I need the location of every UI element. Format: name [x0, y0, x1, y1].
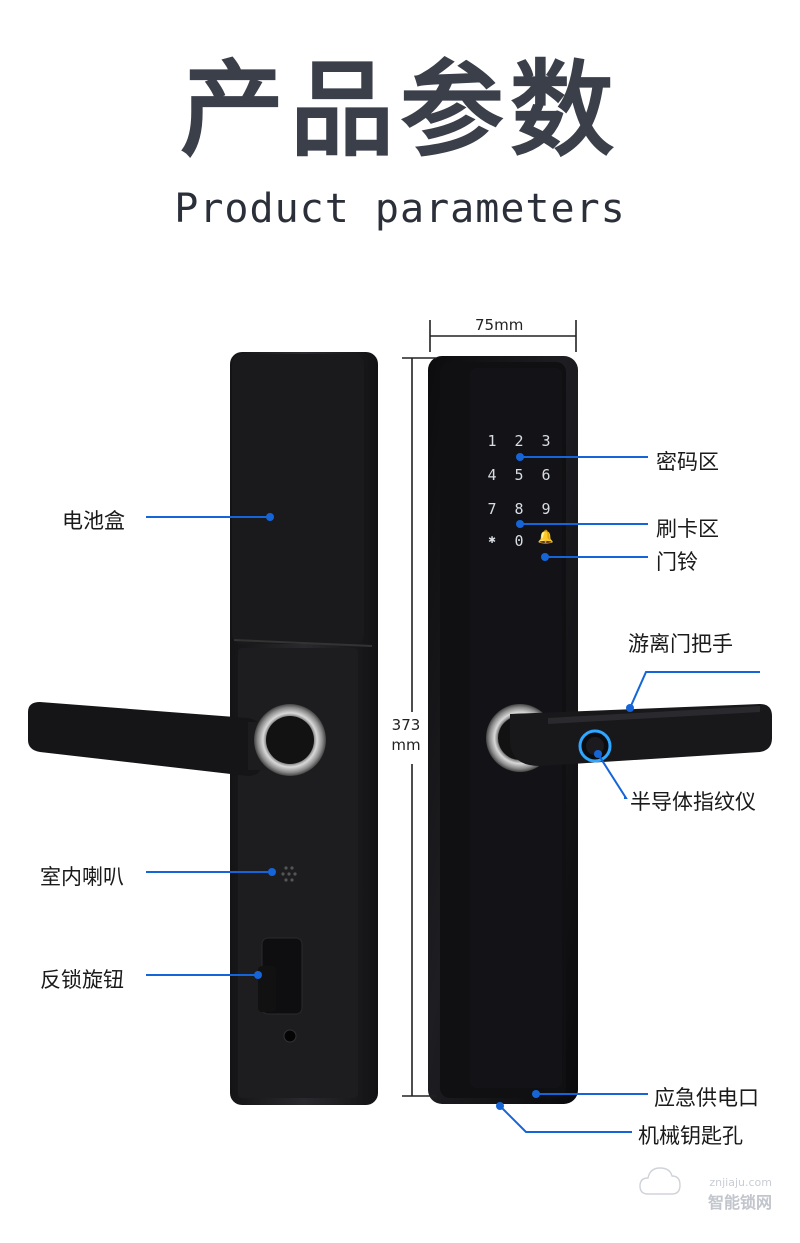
page-title: 产品参数	[179, 49, 620, 171]
key-0[interactable]: 0	[514, 532, 524, 550]
dimension-lines	[402, 320, 577, 1097]
cloud-icon	[639, 1167, 681, 1195]
label-card-area: 刷卡区	[656, 517, 719, 541]
key-2[interactable]: 2	[514, 432, 524, 450]
page-subtitle: Product parameters	[174, 186, 626, 232]
label-doorbell: 门铃	[656, 550, 698, 574]
key-6[interactable]: 6	[541, 466, 551, 484]
label-battery-box: 电池盒	[62, 509, 125, 533]
label-clutch-handle: 游离门把手	[628, 632, 733, 656]
watermark-brand: 智能锁网	[707, 1193, 772, 1212]
indoor-lock-body	[28, 352, 378, 1105]
key-7[interactable]: 7	[487, 500, 497, 518]
label-password-area: 密码区	[656, 450, 719, 474]
leader-lines	[146, 453, 760, 1133]
key-4[interactable]: 4	[487, 466, 497, 484]
height-dimension-unit: mm	[391, 736, 421, 754]
watermark-site: znjiaju.com	[709, 1176, 772, 1189]
label-mechanical-keyhole: 机械钥匙孔	[638, 1124, 743, 1148]
key-1[interactable]: 1	[487, 432, 497, 450]
key-8[interactable]: 8	[514, 500, 524, 518]
key-3[interactable]: 3	[541, 432, 551, 450]
height-dimension-value: 373	[391, 716, 421, 734]
key-star[interactable]: ✱	[488, 532, 496, 546]
doorbell-icon[interactable]: 🔔	[537, 530, 555, 545]
outdoor-lock-body	[428, 356, 772, 1104]
label-emergency-power: 应急供电口	[654, 1086, 759, 1110]
label-anti-lock-knob: 反锁旋钮	[40, 968, 124, 992]
watermark: znjiaju.com 智能锁网	[708, 1176, 772, 1213]
label-fingerprint-sensor: 半导体指纹仪	[630, 790, 756, 814]
label-indoor-speaker: 室内喇叭	[40, 865, 124, 889]
key-5[interactable]: 5	[514, 466, 524, 484]
key-9[interactable]: 9	[541, 500, 551, 518]
width-dimension: 75mm	[475, 316, 524, 334]
